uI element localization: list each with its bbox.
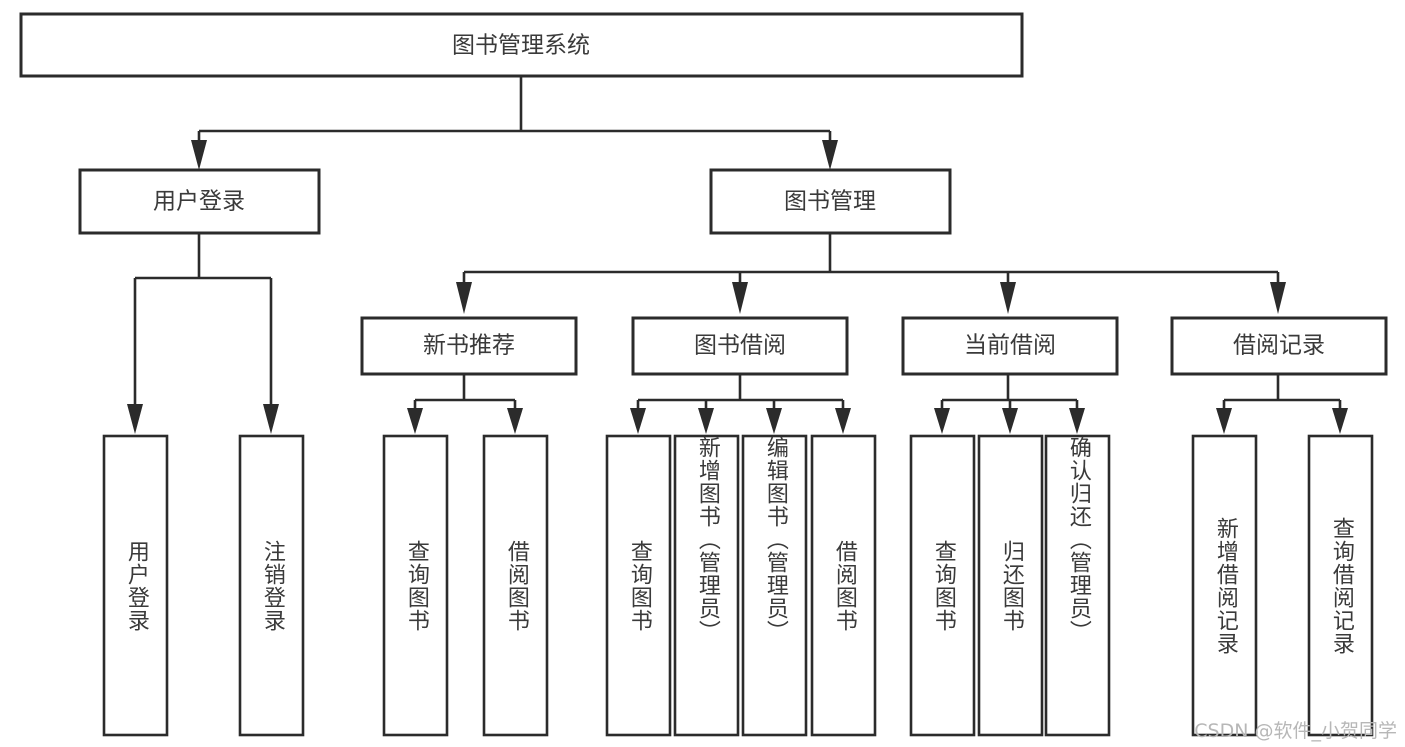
connector-group-bookborrow-to-leaves (630, 374, 851, 434)
leaf-box-query-record[interactable] (1307, 434, 1374, 737)
arrow-to-leaf-user-login (127, 404, 143, 434)
node-user-login-label: 用户登录 (153, 189, 245, 215)
node-root-system-label: 图书管理系统 (452, 33, 590, 59)
connector-group-newbook-to-leaves (407, 374, 523, 434)
node-borrow-record-label: 借阅记录 (1233, 333, 1325, 359)
arrow-to-leaf-edit-book (766, 408, 782, 434)
node-root-system-box[interactable] (19, 12, 1024, 78)
arrow-to-leaf-borrow-book-1 (507, 408, 523, 434)
connector-group-userlogin-to-leaves (127, 233, 279, 434)
node-book-borrow-label: 图书借阅 (694, 333, 786, 359)
arrow-to-user-login (191, 140, 207, 170)
arrow-to-current-borrow (1000, 282, 1016, 314)
node-book-borrow[interactable]: 图书借阅 (631, 316, 849, 376)
arrow-to-leaf-add-record (1216, 408, 1232, 434)
leaf-box-query-book-2[interactable] (605, 434, 672, 737)
node-current-borrow-label: 当前借阅 (964, 333, 1056, 359)
node-new-book-recommend-label: 新书推荐 (423, 333, 515, 359)
leaf-box-borrow-book-2[interactable] (810, 434, 877, 737)
arrow-to-borrow-record (1270, 282, 1286, 314)
node-new-book-recommend-box[interactable] (360, 316, 578, 376)
arrow-to-leaf-logout (263, 404, 279, 434)
leaf-box-return-book[interactable] (977, 434, 1044, 737)
node-borrow-record[interactable]: 借阅记录 (1170, 316, 1388, 376)
arrow-to-book-borrow (732, 282, 748, 314)
leaf-box-confirm-return[interactable] (1044, 434, 1111, 737)
arrow-to-leaf-confirm-return (1069, 408, 1085, 434)
arrow-to-leaf-query-record (1332, 408, 1348, 434)
leaf-box-user-login[interactable] (102, 434, 169, 737)
connector-group-root-to-level2 (191, 76, 838, 170)
leaf-box-add-book[interactable] (673, 434, 740, 737)
node-current-borrow[interactable]: 当前借阅 (901, 316, 1119, 376)
node-book-manage-box[interactable] (709, 168, 952, 235)
connector-group-currentborrow-to-leaves (934, 374, 1085, 434)
arrow-to-leaf-query-book-2 (630, 408, 646, 434)
node-book-borrow-box[interactable] (631, 316, 849, 376)
arrow-to-leaf-query-book-1 (407, 408, 423, 434)
node-user-login-box[interactable] (78, 168, 321, 235)
arrow-to-leaf-return-book (1002, 408, 1018, 434)
leaf-box-add-record[interactable] (1191, 434, 1258, 737)
node-user-login[interactable]: 用户登录 (78, 168, 321, 235)
arrow-to-leaf-borrow-book-2 (835, 408, 851, 434)
node-book-manage-label: 图书管理 (784, 189, 876, 215)
node-book-manage[interactable]: 图书管理 (709, 168, 952, 235)
leaf-box-query-book-1[interactable] (382, 434, 449, 737)
arrow-to-new-book (456, 282, 472, 314)
node-root-system[interactable]: 图书管理系统 (19, 12, 1024, 78)
node-borrow-record-box[interactable] (1170, 316, 1388, 376)
leaf-box-query-book-3[interactable] (909, 434, 976, 737)
arrow-to-leaf-add-book (698, 408, 714, 434)
arrow-to-leaf-query-book-3 (934, 408, 950, 434)
node-current-borrow-box[interactable] (901, 316, 1119, 376)
arrow-to-book-manage (822, 140, 838, 170)
leaf-box-borrow-book-1[interactable] (482, 434, 549, 737)
leaf-box-edit-book[interactable] (741, 434, 808, 737)
connector-group-bookmanage-to-level3 (456, 233, 1286, 314)
node-new-book-recommend[interactable]: 新书推荐 (360, 316, 578, 376)
connector-group-borrowrecord-to-leaves (1216, 374, 1348, 434)
leaf-box-logout[interactable] (238, 434, 305, 737)
